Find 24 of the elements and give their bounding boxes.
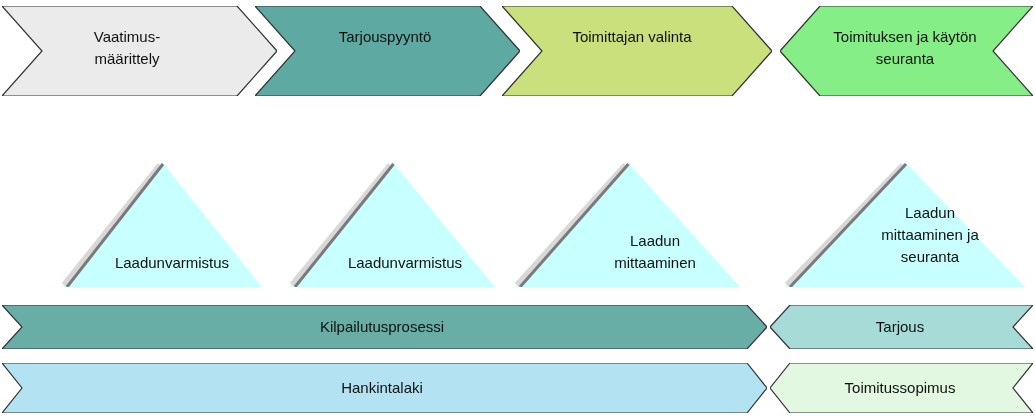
arrow-band: [770, 305, 1033, 349]
step-label: Toimituksen ja käytön seuranta: [832, 27, 978, 69]
triangle-marker: [290, 162, 495, 287]
chevron-step: [255, 6, 520, 96]
arrow-band: [2, 363, 767, 413]
step-label: Toimittajan valinta: [572, 27, 692, 47]
step-label: Laadunvarmistus: [346, 253, 464, 273]
step-label: Laadunvarmistus: [113, 253, 231, 273]
step-label: Kilpailutusprosessi: [318, 317, 446, 337]
triangle-marker: [785, 162, 1025, 287]
chevron-step: [2, 6, 277, 96]
arrow-band: [770, 363, 1033, 413]
triangle-marker: [515, 162, 740, 287]
step-label: Laadun mittaaminen: [613, 231, 697, 273]
step-label: Laadun mittaaminen ja seuranta: [880, 203, 980, 267]
arrow-band: [2, 305, 767, 349]
step-label: Tarjous: [874, 317, 926, 337]
chevron-step: [780, 6, 1033, 96]
step-label: Vaatimus- määrittely: [92, 27, 162, 69]
step-label: Toimitussopimus: [843, 378, 957, 398]
triangle-marker: [62, 162, 262, 287]
step-label: Tarjouspyyntö: [337, 27, 433, 47]
step-label: Hankintalaki: [340, 378, 424, 398]
chevron-step: [502, 6, 772, 96]
